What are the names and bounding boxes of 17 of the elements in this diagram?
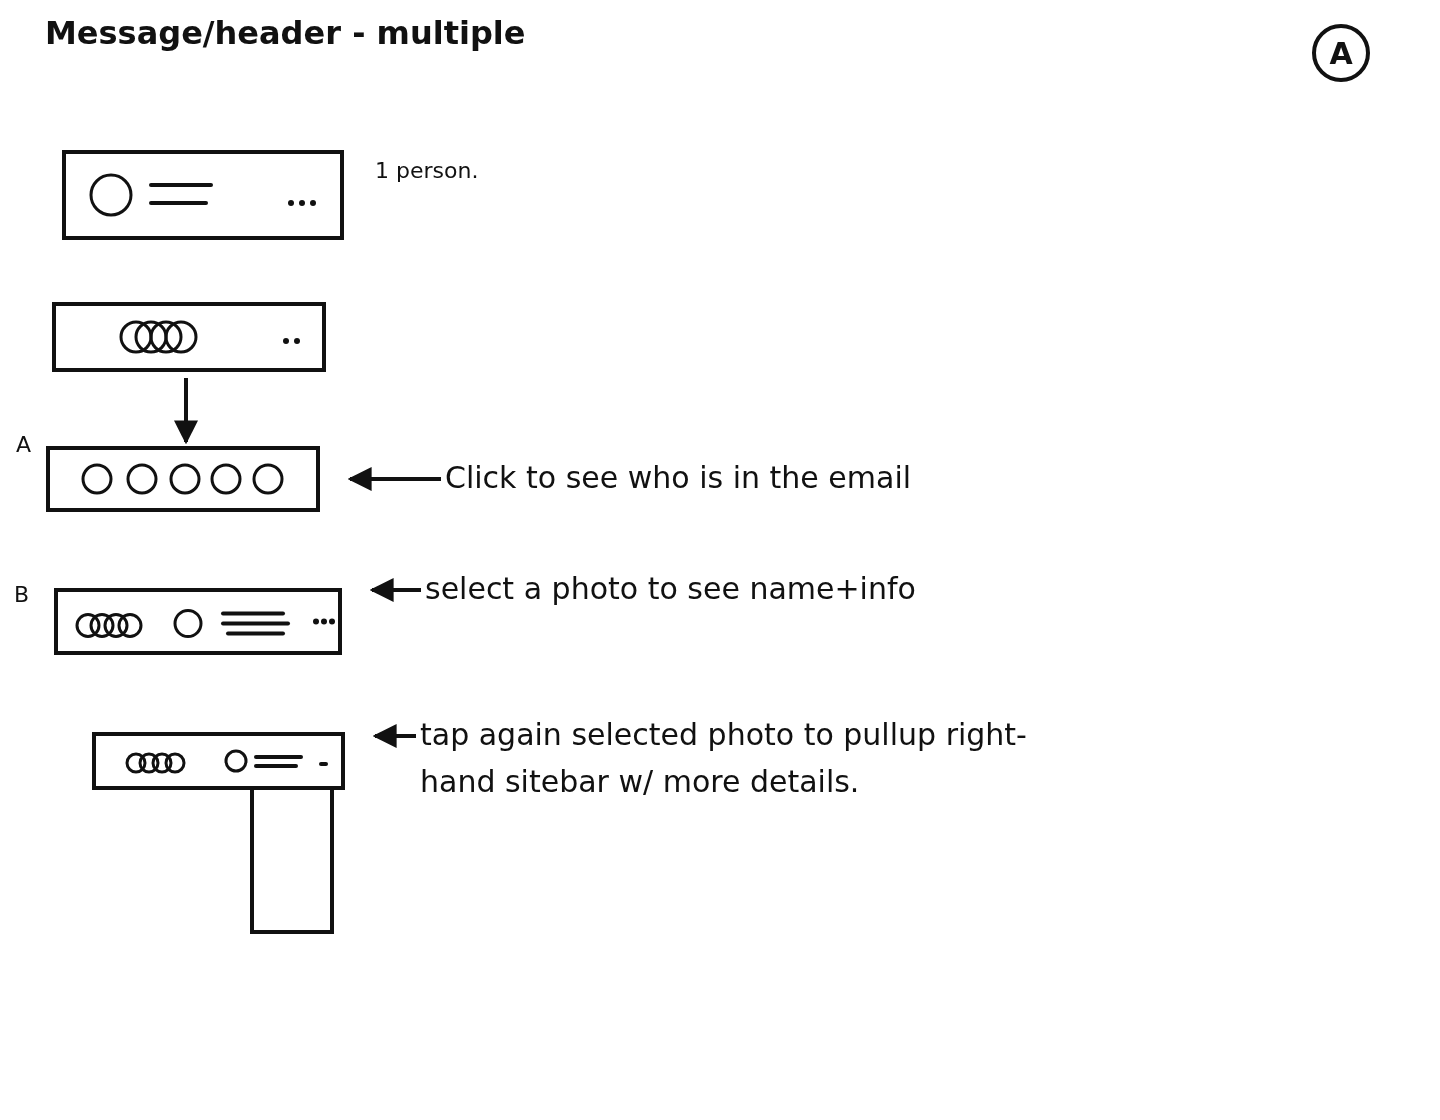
title: Message/header - multiple <box>45 14 526 52</box>
header-bar <box>46 446 320 512</box>
arrow <box>174 378 198 445</box>
header-bar <box>52 302 326 372</box>
annotation-text: select a photo to see name+info <box>425 566 1065 618</box>
annotation-text: tap again selected photo to pullup right-hand sitebar w/ more details. <box>420 712 1040 872</box>
side-note: 1 person. <box>375 158 479 183</box>
side-note: B <box>14 582 30 607</box>
arrow <box>347 467 441 491</box>
header-bar <box>92 732 345 790</box>
side-note: A <box>16 432 32 457</box>
header-bar <box>54 588 342 655</box>
arrow <box>369 578 421 602</box>
circled-letter: A <box>1312 24 1370 82</box>
arrow <box>372 724 416 748</box>
annotation-text: Click to see who is in the email <box>445 455 915 555</box>
header-bar <box>62 150 344 240</box>
